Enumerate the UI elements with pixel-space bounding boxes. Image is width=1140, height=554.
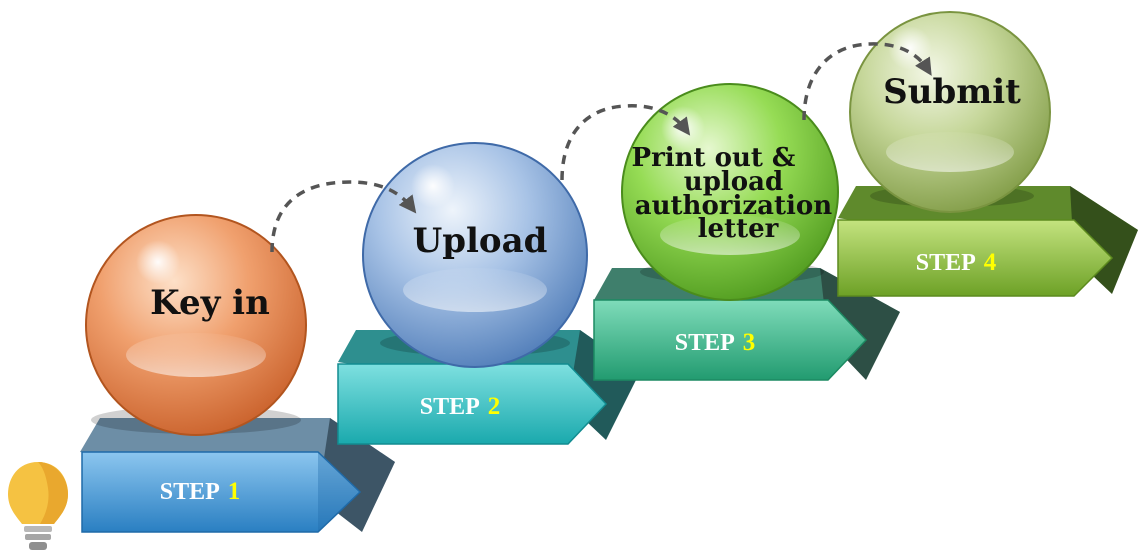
step-2-label: STEP 2 [420,393,501,420]
step-4-word: STEP [916,250,976,276]
step-1-word: STEP [160,479,220,505]
sphere-4: Submit [849,11,1051,213]
step-4-number: 4 [984,249,997,276]
sparkle-icon [888,26,932,70]
step-3-block: STEP 3 [593,268,900,381]
step-4-front-face [837,219,1114,297]
sparkle-icon [411,164,455,208]
connector-arrow-1-2 [270,180,417,253]
lightbulb-icon [8,462,68,550]
step-2-word: STEP [420,394,480,420]
step-3-word: STEP [675,330,735,356]
step-3-number: 3 [743,329,756,356]
step-3-front-face [593,299,868,381]
step-1-block: STEP 1 [80,418,395,533]
sphere-2-text: Upload [413,221,548,261]
sparkle-icon [136,240,180,284]
step-1-label: STEP 1 [160,478,241,505]
step-2-number: 2 [488,393,501,420]
sphere-1: Key in [85,214,307,436]
step-3-label: STEP 3 [675,329,756,356]
connector-arrow-3-4 [802,42,932,121]
sphere-2: Upload [362,142,588,368]
sphere-3: Print out & upload authorization letter [621,83,842,301]
step-2-front-face [337,363,608,445]
step-4-label: STEP 4 [916,249,997,276]
connector-arrow-2-3 [560,104,691,181]
sphere-3-text: Print out & upload authorization letter [632,143,842,244]
step-1-front-face [81,451,362,533]
sphere-1-text: Key in [150,283,270,323]
sphere-4-text: Submit [883,72,1021,112]
step-1-number: 1 [228,478,241,505]
